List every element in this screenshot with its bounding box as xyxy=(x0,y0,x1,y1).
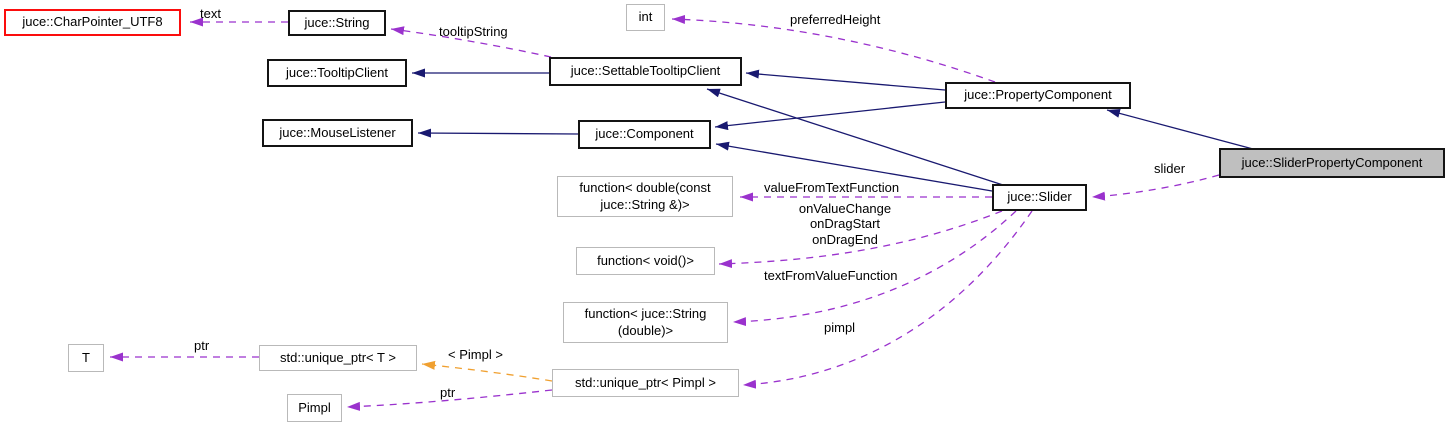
node-juce-sliderpropertycomponent: juce::SliderPropertyComponent xyxy=(1219,148,1445,178)
edge-label-ptr-t: ptr xyxy=(194,338,210,353)
edge-label-slider-callbacks: onValueChange onDragStart onDragEnd xyxy=(798,201,892,247)
edge-slider-to-function-string-double xyxy=(732,210,1017,327)
edge-unique-ptr-pimpl-to-unique-ptr-t xyxy=(421,360,553,382)
edge-label-preferredheight: preferredHeight xyxy=(790,12,881,27)
node-std-unique-ptr-pimpl[interactable]: std::unique_ptr< Pimpl > xyxy=(552,369,739,397)
node-juce-propertycomponent[interactable]: juce::PropertyComponent xyxy=(945,82,1131,109)
node-function-double-const-string[interactable]: function< double(const juce::String &)> xyxy=(557,176,733,217)
edge-slider-to-function-void xyxy=(718,210,1003,269)
node-t[interactable]: T xyxy=(68,344,104,372)
node-juce-component[interactable]: juce::Component xyxy=(578,120,711,149)
edge-label-ptr-pimpl: ptr xyxy=(440,385,456,400)
node-std-unique-ptr-t[interactable]: std::unique_ptr< T > xyxy=(259,345,417,371)
edge-settabletooltipclient-to-string xyxy=(390,26,552,58)
edge-slider-to-unique-ptr-pimpl xyxy=(742,210,1033,389)
node-int[interactable]: int xyxy=(626,4,665,31)
node-pimpl[interactable]: Pimpl xyxy=(287,394,342,422)
edge-component-to-mouselistener xyxy=(417,128,579,138)
edge-label-pimpl: pimpl xyxy=(824,320,856,335)
node-juce-tooltipclient[interactable]: juce::TooltipClient xyxy=(267,59,407,87)
edge-propertycomponent-to-component xyxy=(714,101,946,131)
edge-propertycomponent-to-settabletooltipclient xyxy=(745,69,946,91)
edge-label-textfromvaluefunction: textFromValueFunction xyxy=(764,268,898,283)
node-juce-slider[interactable]: juce::Slider xyxy=(992,184,1087,211)
edge-sliderpropertycomponent-to-propertycomponent xyxy=(1106,109,1254,150)
node-juce-charpointer-utf8[interactable]: juce::CharPointer_UTF8 xyxy=(4,9,181,36)
edge-label-text: text xyxy=(200,6,221,21)
edge-label-valuefromtextfunction: valueFromTextFunction xyxy=(764,180,900,195)
edge-slider-to-component xyxy=(715,141,993,192)
edge-label-slider: slider xyxy=(1154,161,1186,176)
edge-slider-to-settabletooltipclient xyxy=(706,88,1004,186)
edge-sliderpropertycomponent-to-slider xyxy=(1091,174,1220,201)
node-function-void[interactable]: function< void()> xyxy=(576,247,715,275)
edge-label-template-args-pimpl: < Pimpl > xyxy=(448,347,503,362)
edge-unique-ptr-pimpl-to-pimpl xyxy=(346,389,553,411)
node-function-string-double[interactable]: function< juce::String (double)> xyxy=(563,302,728,343)
edge-label-tooltipstring: tooltipString xyxy=(439,24,508,39)
edge-propertycomponent-to-int xyxy=(671,14,996,83)
node-juce-string[interactable]: juce::String xyxy=(288,10,386,36)
node-juce-mouselistener[interactable]: juce::MouseListener xyxy=(262,119,413,147)
node-juce-settabletooltipclient[interactable]: juce::SettableTooltipClient xyxy=(549,57,742,86)
